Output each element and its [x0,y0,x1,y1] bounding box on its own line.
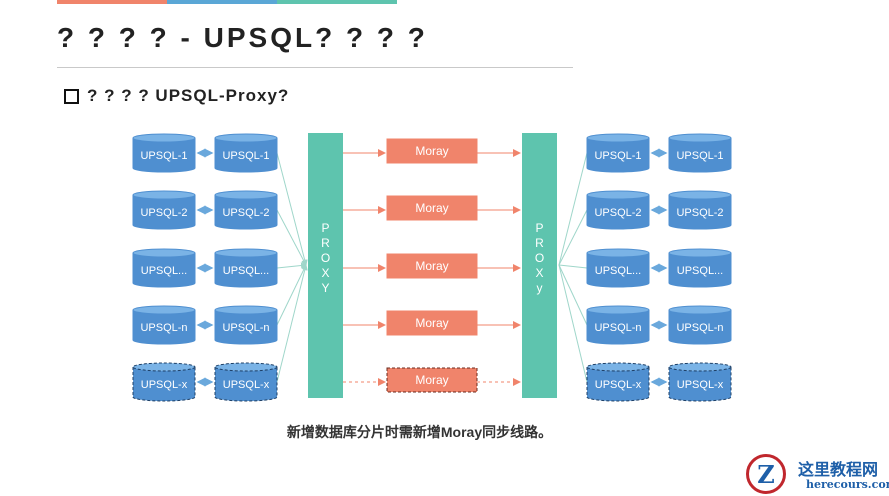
right-replica-db-label: UPSQL-x [677,379,724,391]
left-fan-link [276,152,308,266]
left-fan-link [276,209,307,266]
right-fan-link [558,264,588,269]
left-replica-db: UPSQL-1 [132,133,196,173]
right-primary-db: UPSQL-1 [586,133,650,173]
right-proxy-letter: R [535,236,544,250]
left-fan-link [276,262,307,269]
accent-bar-coral [57,0,167,4]
left-primary-db: UPSQL-n [214,305,278,345]
left-fan-link [276,264,307,326]
watermark-logo-letter: Z [757,459,775,489]
right-replica-db: UPSQL-1 [668,133,732,173]
right-fan-link [558,264,588,326]
watermark-logo-icon: Z [746,454,786,494]
left-proxy-letter: X [321,266,329,280]
left-primary-db: UPSQL... [214,248,278,288]
right-primary-db-label: UPSQL-1 [594,150,641,162]
left-replica-db-label: UPSQL-n [140,322,187,334]
right-replica-db: UPSQL-x [668,362,732,402]
right-replica-db: UPSQL... [668,248,732,288]
left-proxy-bar [308,133,343,398]
moray-box [386,310,478,336]
caption-text: 新增数据库分片时需新增Moray同步线路。 [286,424,553,440]
watermark-name: 这里教程网 [798,462,879,479]
left-replica-db-label: UPSQL-1 [140,150,187,162]
left-proxy-letter: O [321,251,330,265]
moray-label: Moray [415,373,448,387]
site-watermark: Z 这里教程网 herecours.com [740,452,889,496]
right-replica-db-label: UPSQL-2 [676,207,723,219]
moray-box [386,138,478,164]
left-proxy-letter: R [321,236,330,250]
right-proxy-letter: y [537,281,543,295]
left-primary-db-label: UPSQL-1 [222,150,269,162]
right-primary-db-label: UPSQL... [595,265,641,277]
moray-label: Moray [415,259,448,273]
right-primary-db: UPSQL-2 [586,190,650,230]
right-primary-db: UPSQL-n [586,305,650,345]
right-proxy-letter: O [535,251,544,265]
left-replica-db: UPSQL-x [132,362,196,402]
left-replica-db-label: UPSQL-2 [140,207,187,219]
accent-bar [57,0,397,4]
right-primary-db: UPSQL... [586,248,650,288]
section-heading-text: ? ? ? ? UPSQL-Proxy? [87,86,290,105]
left-proxy-letter: Y [321,281,329,295]
accent-bar-blue [167,0,277,4]
checkbox-bullet-icon [64,88,79,104]
left-primary-db: UPSQL-2 [214,190,278,230]
right-fan-link [558,264,588,383]
right-proxy-letter: X [535,266,543,280]
left-primary-db-label: UPSQL-x [223,379,270,391]
moray-label: Moray [415,201,448,215]
diagram-caption: 新增数据库分片时需新增Moray同步线路。 [0,422,889,442]
right-primary-db: UPSQL-x [586,362,650,402]
left-primary-db-label: UPSQL-n [222,322,269,334]
moray-box [386,367,478,393]
left-replica-db: UPSQL... [132,248,196,288]
right-primary-db-label: UPSQL-x [595,379,642,391]
right-proxy-letter: P [535,221,543,235]
watermark-url: herecours.com [806,478,889,491]
left-primary-db-label: UPSQL-2 [222,207,269,219]
slide-title: ? ? ? ? - UPSQL? ? ? ? [57,22,428,53]
right-replica-db-label: UPSQL... [677,265,723,277]
moray-box [386,253,478,279]
right-fan-link [558,209,588,266]
section-heading: ? ? ? ? UPSQL-Proxy? [64,86,289,106]
right-proxy-bar [522,133,557,398]
left-primary-db: UPSQL-1 [214,133,278,173]
right-replica-db-label: UPSQL-n [676,322,723,334]
left-replica-db-label: UPSQL... [141,265,187,277]
moray-box [386,195,478,221]
left-fan-link [276,264,308,383]
right-replica-db: UPSQL-n [668,305,732,345]
left-replica-db-label: UPSQL-x [141,379,188,391]
right-primary-db-label: UPSQL-n [594,322,641,334]
moray-label: Moray [415,316,448,330]
left-primary-db: UPSQL-x [214,362,278,402]
right-primary-db-label: UPSQL-2 [594,207,641,219]
accent-bar-green [277,0,397,4]
left-replica-db: UPSQL-n [132,305,196,345]
title-divider [57,67,573,68]
left-proxy-letter: P [321,221,329,235]
right-replica-db-label: UPSQL-1 [676,150,723,162]
right-fan-link [558,152,588,266]
moray-label: Moray [415,144,448,158]
right-replica-db: UPSQL-2 [668,190,732,230]
left-primary-db-label: UPSQL... [223,265,269,277]
left-replica-db: UPSQL-2 [132,190,196,230]
